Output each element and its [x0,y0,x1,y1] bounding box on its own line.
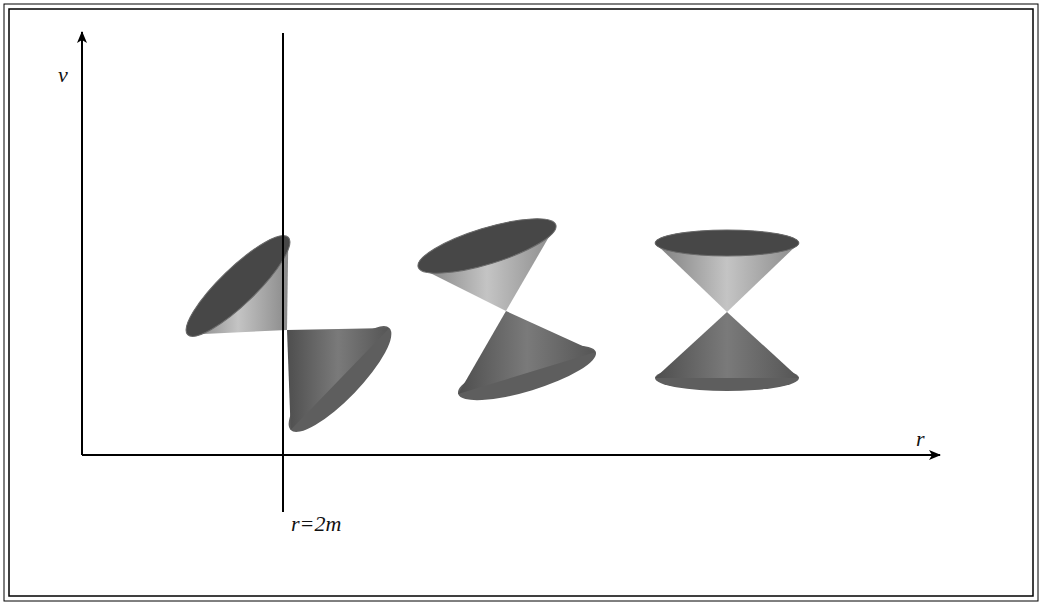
cone-base [276,314,403,444]
v-axis [81,32,83,455]
axis-label: r [916,428,925,450]
light-cones [175,208,799,444]
cone-body [458,311,596,394]
cone-cap [413,208,561,285]
cone-base [655,230,799,256]
r-axis [82,454,940,456]
frame-border [9,9,1033,596]
cone-cap [655,230,799,256]
cone-body [287,328,389,430]
horizon-label: r=2m [291,513,341,535]
horizon-line [282,33,284,512]
axis-label: v [58,64,68,86]
cone-body [655,312,799,378]
